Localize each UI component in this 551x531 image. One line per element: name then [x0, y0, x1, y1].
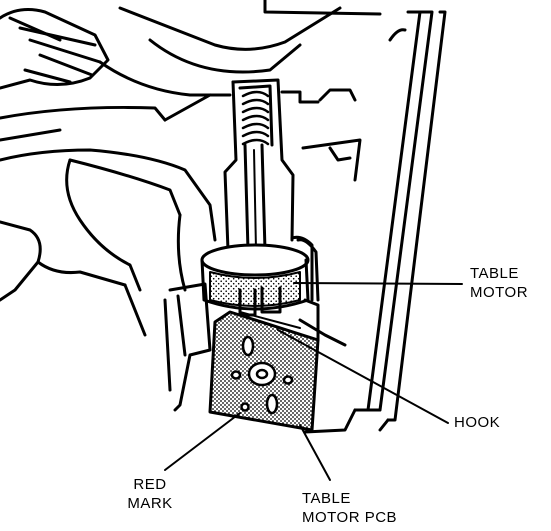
table-motor-pcb-leader [299, 424, 331, 481]
spring-housing [223, 78, 295, 252]
hook-label-text: HOOK [454, 414, 501, 431]
table-motor-leader [293, 282, 463, 285]
table-motor-pcb-label: TABLE MOTOR PCB [302, 489, 397, 527]
table-motor-label: TABLE MOTOR [470, 264, 528, 302]
upper-chassis-frame [0, 0, 382, 142]
guide-rail [301, 10, 447, 434]
red-mark-label: RED MARK [118, 475, 182, 513]
leader-lines [164, 282, 463, 481]
fan-gear-part [0, 8, 110, 90]
left-chassis-arm [0, 148, 217, 337]
coil-spring [241, 90, 270, 146]
table-motor [200, 235, 320, 317]
motor-bracket [163, 282, 347, 412]
red-mark-label-line1: RED [133, 476, 167, 493]
red-mark-leader [164, 412, 241, 471]
pcb-holes [230, 335, 294, 415]
red-mark [240, 402, 250, 412]
hook-label: HOOK [454, 413, 500, 432]
red-mark-label-line2: MARK [127, 495, 173, 512]
hook-leader [277, 329, 449, 424]
table-motor-pcb-label-line1: TABLE [302, 490, 351, 507]
table-motor-pcb-label-line2: MOTOR PCB [302, 509, 398, 526]
table-motor-label-line2: MOTOR [470, 284, 529, 301]
table-motor-label-line1: TABLE [470, 265, 519, 282]
